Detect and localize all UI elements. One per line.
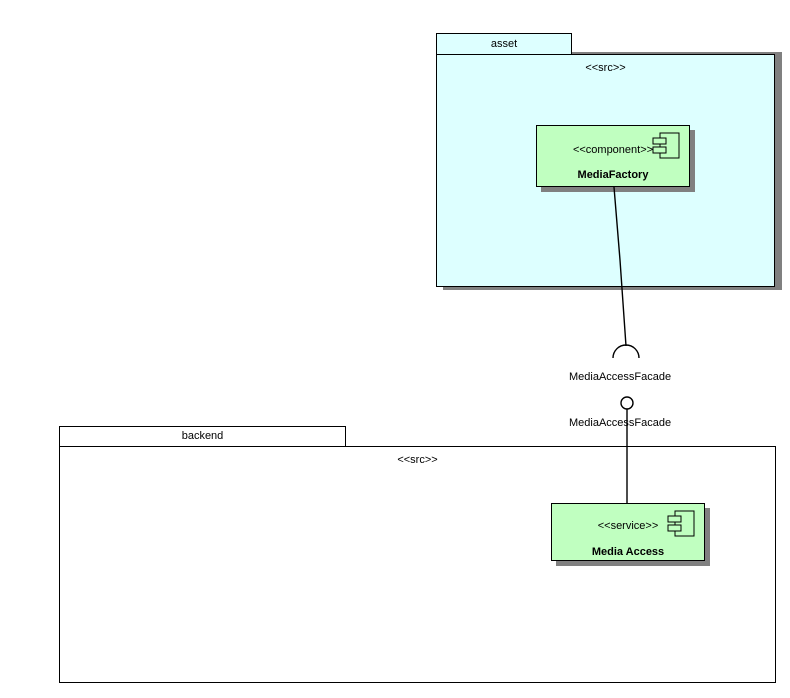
backend-package-name: backend: [181, 430, 224, 442]
mediafactory-stereotype: <<component>>: [572, 144, 654, 156]
component-icon: [667, 510, 695, 537]
required-interface-label: MediaAccessFacade: [569, 371, 672, 383]
asset-package-stereotype: <<src>>: [585, 62, 626, 74]
media-access-component[interactable]: <<service>> Media Access: [551, 503, 705, 561]
backend-package-stereotype: <<src>>: [397, 454, 438, 466]
backend-package-tab[interactable]: backend: [59, 426, 346, 447]
media-access-name: Media Access: [591, 546, 665, 558]
mediafactory-name: MediaFactory: [577, 169, 649, 181]
media-access-stereotype: <<service>>: [597, 520, 659, 532]
socket-arc: [612, 344, 640, 359]
mediafactory-component[interactable]: <<component>> MediaFactory: [536, 125, 690, 187]
asset-package-tab[interactable]: asset: [436, 33, 572, 55]
ball-circle: [620, 396, 634, 410]
provided-interface-label: MediaAccessFacade: [569, 417, 672, 429]
component-icon: [652, 132, 680, 159]
asset-package-name: asset: [490, 37, 518, 50]
